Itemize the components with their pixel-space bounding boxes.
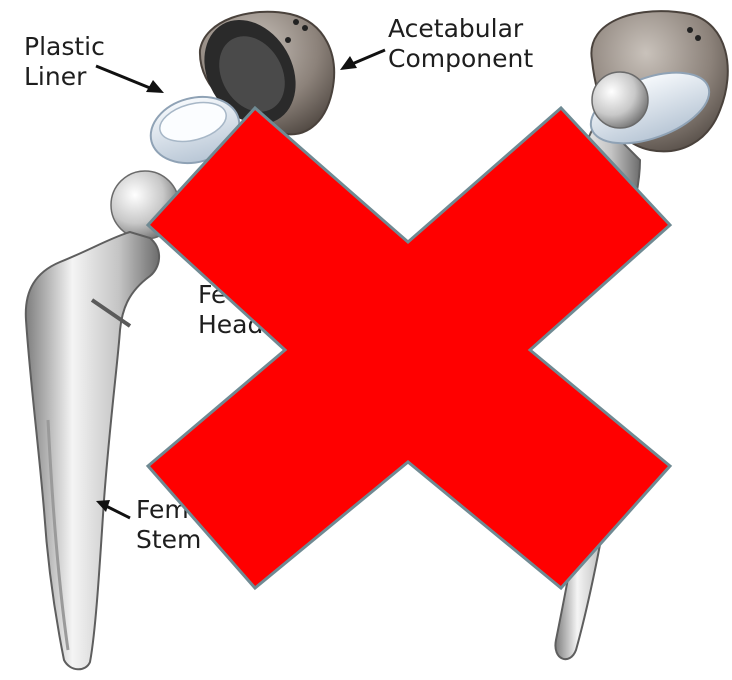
x-mark-icon [148, 108, 670, 588]
